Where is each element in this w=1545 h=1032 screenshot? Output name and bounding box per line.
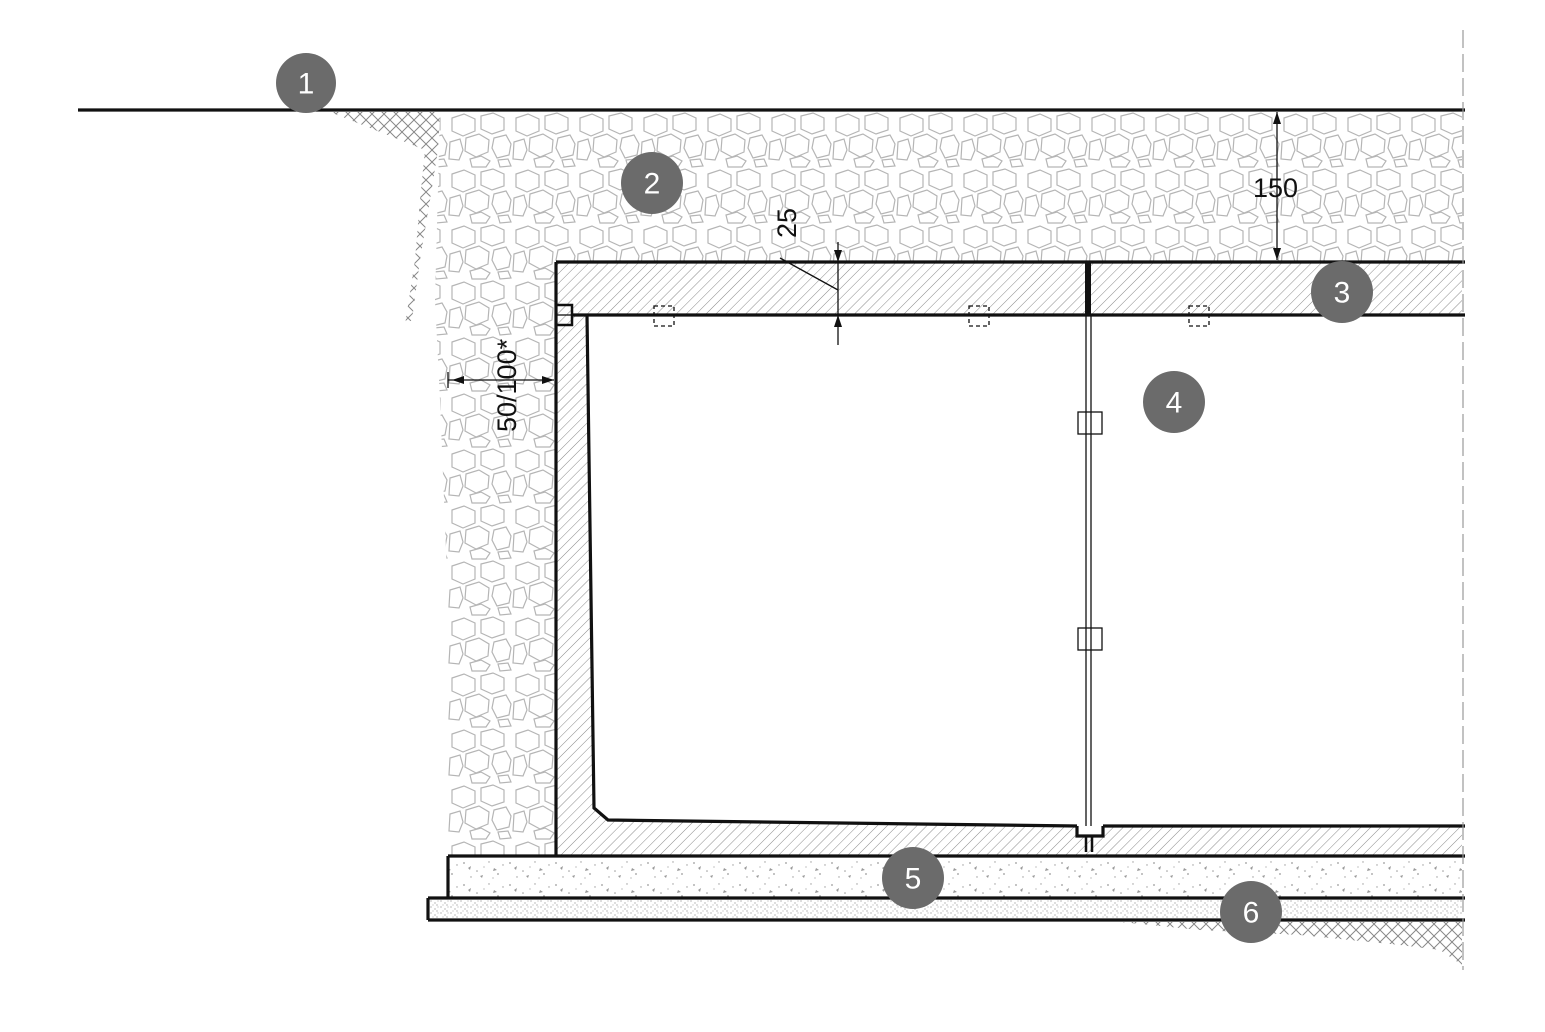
dimension-wall-gap-label: 50/100* [492,338,522,432]
bedding-layers [428,856,1462,920]
callout-marker-2: 2 [621,152,683,214]
dimension-slab-thickness-label: 25 [772,208,802,238]
culvert-structure [556,262,1462,856]
callout-marker-4-label: 4 [1166,387,1183,420]
callout-marker-3-label: 3 [1334,277,1351,310]
soil-hatch [330,112,1462,965]
callout-marker-5: 5 [882,847,944,909]
callout-marker-1: 1 [276,53,336,113]
callout-marker-6-label: 6 [1243,897,1260,930]
anchor-marks [653,305,1210,651]
callout-marker-3: 3 [1311,261,1373,323]
callout-marker-6: 6 [1220,881,1282,943]
dimension-fill-depth-label: 150 [1253,173,1298,203]
dimension-slab-thickness: 25 [772,208,842,345]
callout-marker-4: 4 [1143,371,1205,433]
dimension-fill-depth: 150 [1253,112,1298,260]
callout-marker-1-label: 1 [298,68,315,101]
callout-marker-5-label: 5 [905,863,922,896]
callout-marker-2-label: 2 [644,168,661,201]
dimension-wall-gap: 50/100* [447,338,554,432]
